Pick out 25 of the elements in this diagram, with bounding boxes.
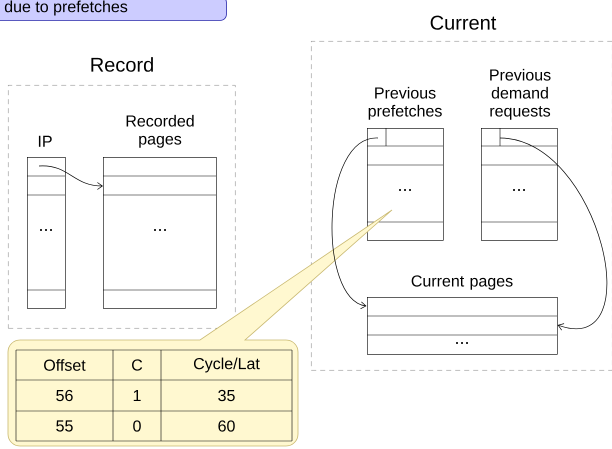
- table-cell: 56: [56, 390, 73, 402]
- table-cell: C: [132, 359, 142, 371]
- table-cell: 0: [133, 420, 141, 432]
- table-cell: Offset: [44, 359, 86, 371]
- arrow: [500, 138, 607, 331]
- table-cell: 1: [134, 390, 141, 401]
- table-cell: 60: [218, 420, 235, 432]
- table: IP ...: [26, 136, 66, 309]
- node-label: Record: [91, 57, 153, 72]
- table-cell: 55: [56, 420, 73, 432]
- table: Current pages ...: [366, 275, 558, 355]
- table: Previous demand requests ...: [480, 68, 558, 241]
- arrow: [332, 138, 378, 310]
- node-label: Recorded pages: [126, 114, 194, 148]
- node-label: IP: [38, 136, 52, 147]
- table: Previous prefetches ...: [366, 86, 444, 241]
- table-cell: Cycle/Lat: [194, 358, 260, 372]
- arrow: [38, 166, 103, 190]
- table: Recorded pages ...: [102, 114, 217, 309]
- note-box: due to prefetches: [0, 0, 227, 21]
- table-cell: 35: [218, 390, 235, 402]
- node-label: Previous prefetches: [368, 86, 442, 120]
- node-label: Current pages: [412, 275, 513, 290]
- node-label: Current: [430, 16, 496, 30]
- node-label: Previous demand requests: [490, 68, 551, 120]
